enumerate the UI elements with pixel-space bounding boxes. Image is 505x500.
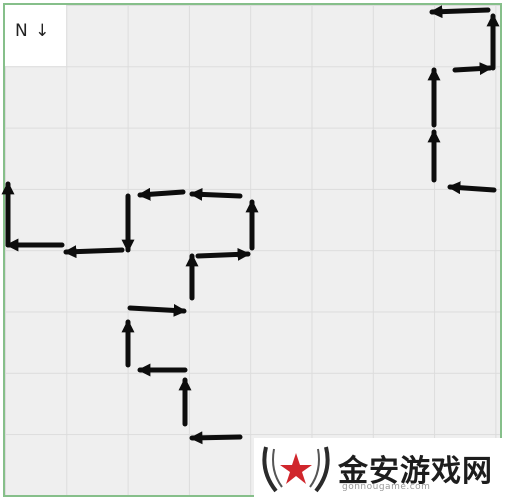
compass-panel: N ↓ [5,5,66,66]
compass-label: N ↓ [15,21,51,41]
arrow-left-icon [189,187,243,201]
arrow-left-icon [189,431,243,445]
watermark-subtext: gonnougame.com [342,482,431,492]
arrow-right-icon [452,62,493,76]
arrow-right-icon [127,303,187,317]
arrow-right-icon [195,247,251,261]
arrow-left-icon [63,245,125,259]
arrow-left-icon [447,181,497,195]
watermark-text: 金安游戏网 [338,454,493,489]
arrow-left-icon [137,187,186,201]
watermark-logo-icon [262,446,330,493]
arrow-left-icon [429,5,491,19]
